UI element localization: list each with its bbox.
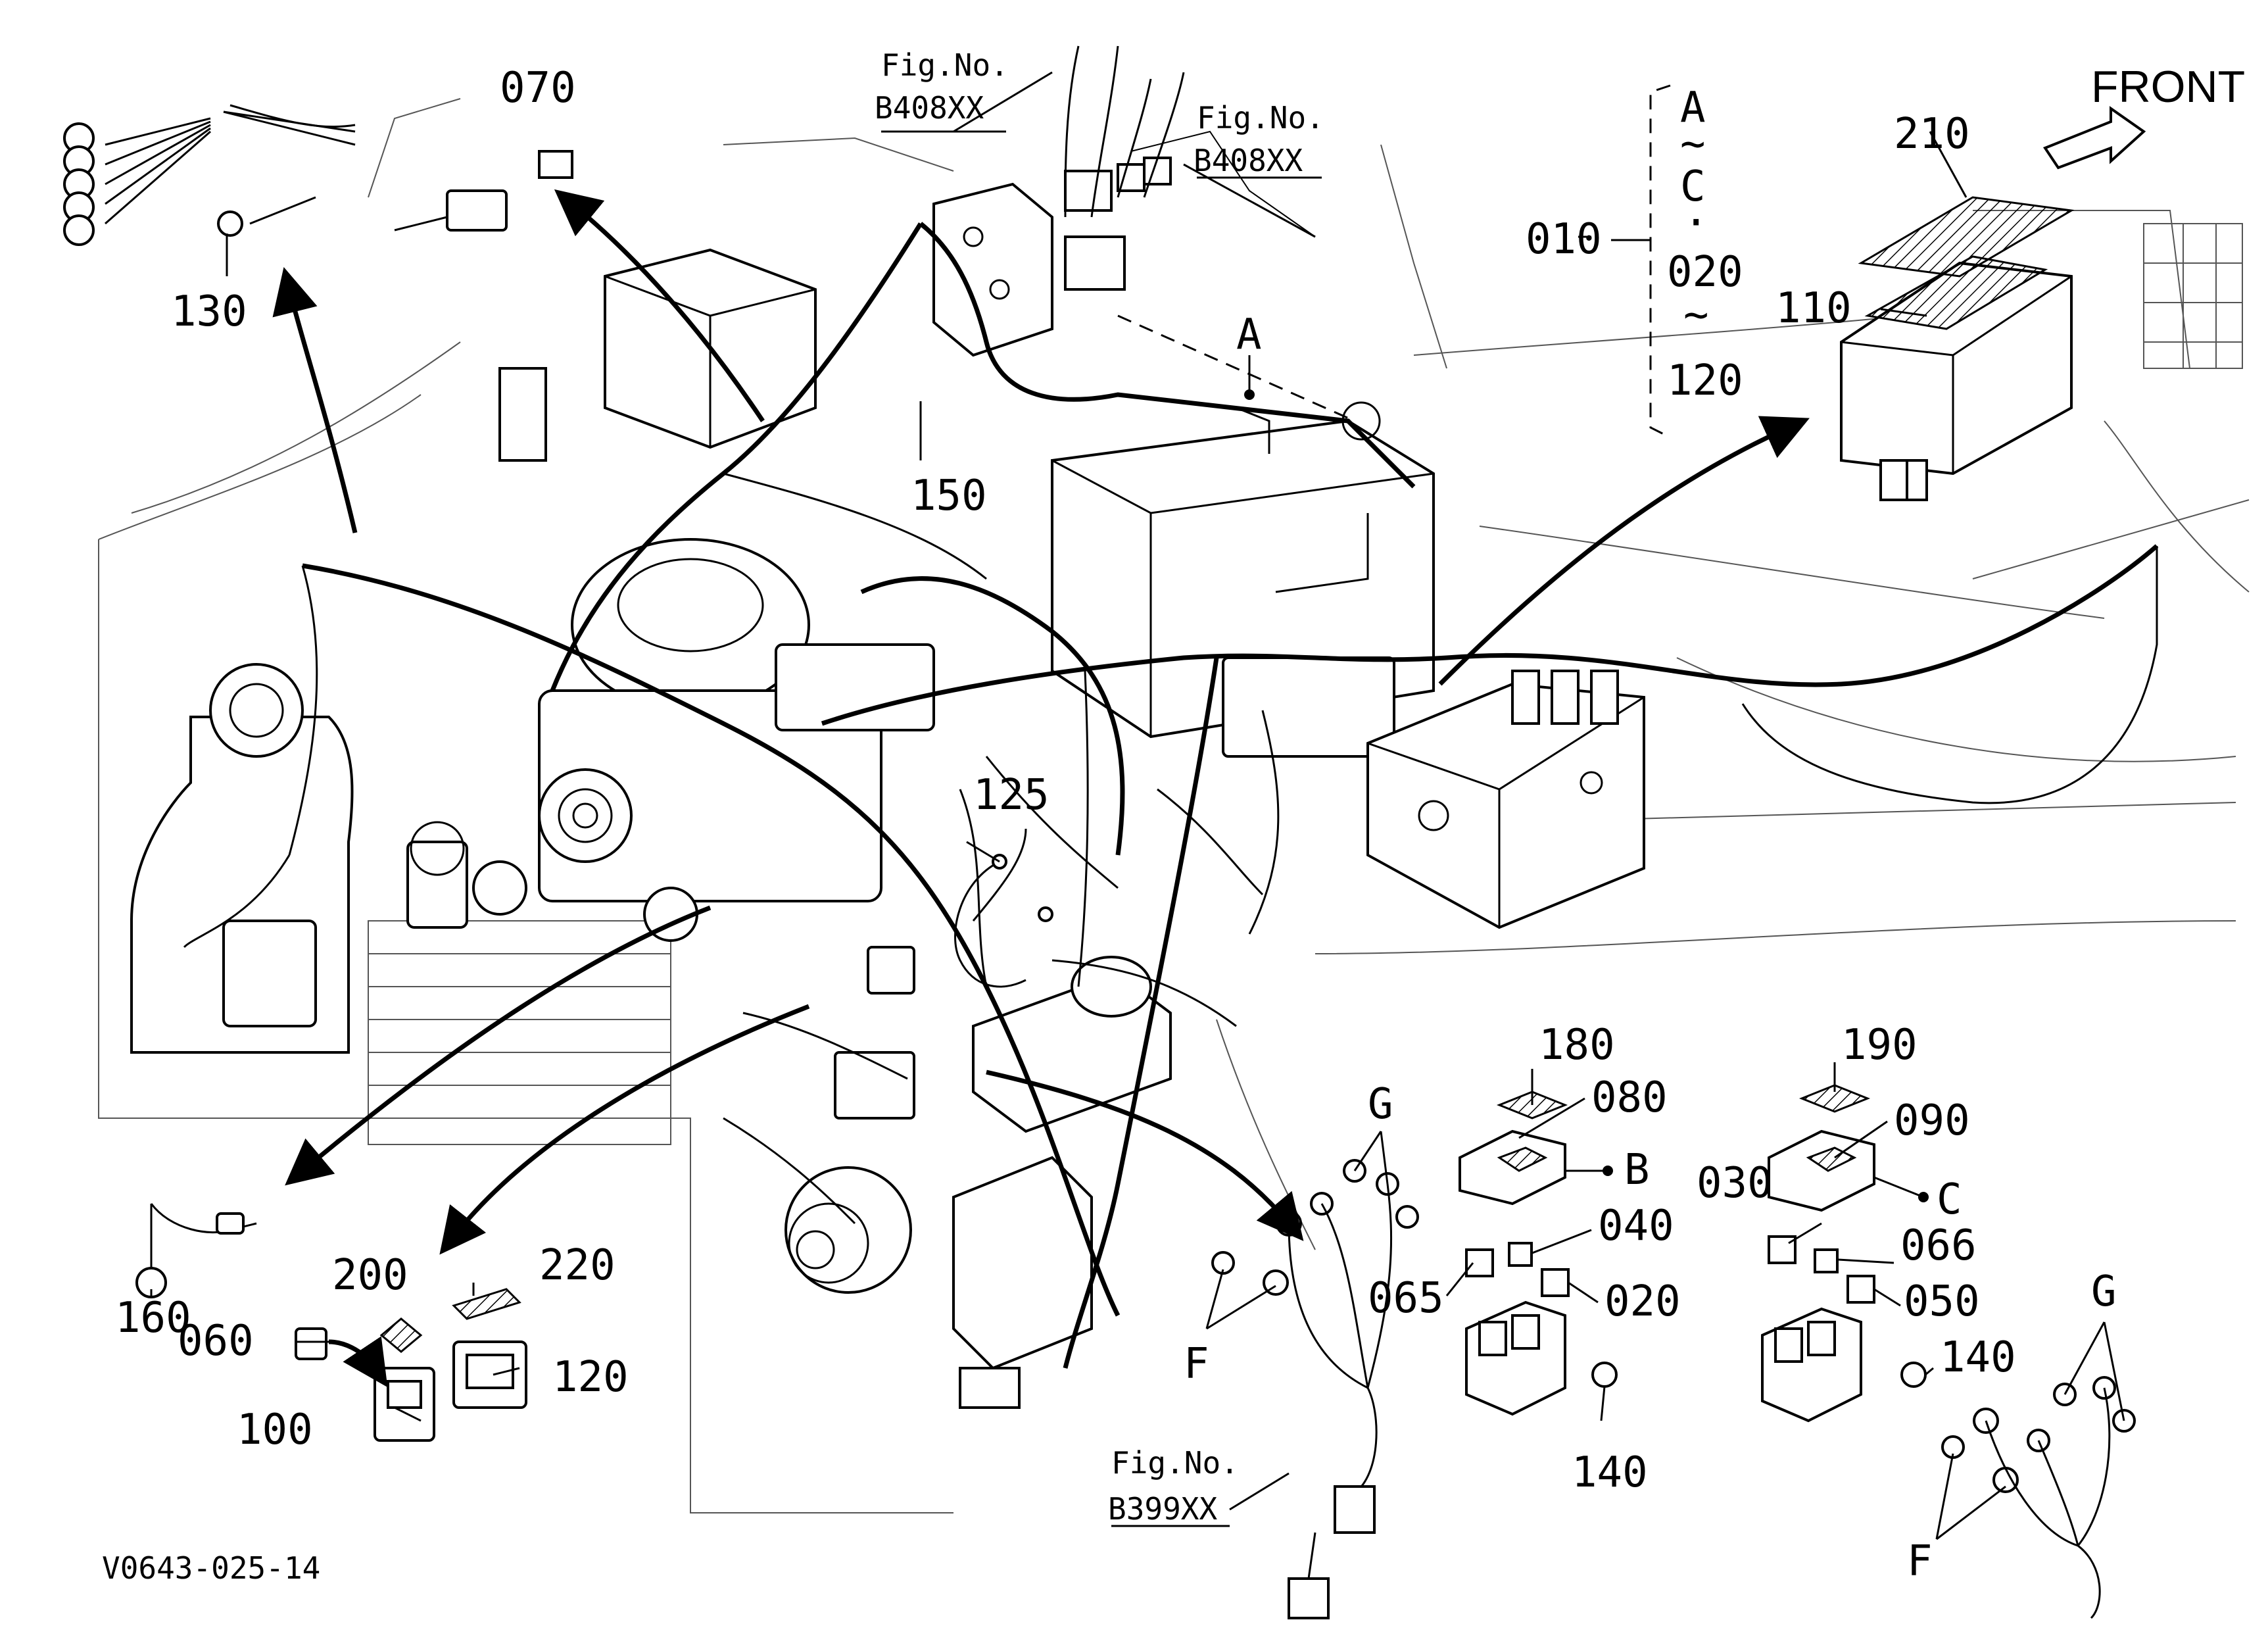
callout-190: 190 [1841,1021,1918,1069]
bracket-line-6: ~ [1683,291,1709,339]
callout-100: 100 [237,1406,313,1454]
ground-wires-right [1941,1376,2136,1619]
callout-labels: 070 130 Fig.No. B408XX Fig.No. B408XX 15… [102,47,2245,1586]
fig-ref-top-label: Fig.No. [881,47,1009,83]
sensor-160 [135,1203,257,1298]
callout-210: 210 [1894,110,1970,159]
callout-C: C [1937,1175,1962,1224]
bracket-line-7: 120 [1667,356,1743,405]
wiring-harness [183,45,2159,1369]
fig-ref-right-number: B408XX [1194,143,1303,178]
sensor-wire-125 [954,854,1053,988]
callout-120: 120 [552,1353,629,1402]
right-grille [2143,223,2243,369]
ring-terminal-cable-130 [63,104,356,246]
callout-G-center: G [1368,1080,1393,1129]
callout-130: 130 [171,287,247,336]
fig-ref-right-label: Fig.No. [1197,100,1324,135]
front-direction-label: FRONT [2091,62,2245,112]
callout-A: A [1236,310,1262,359]
callout-020: 020 [1604,1277,1681,1326]
callout-200: 200 [332,1251,408,1300]
explode-arrows [272,189,1810,1255]
callout-010: 010 [1526,215,1602,264]
starter-motor [972,956,1172,1133]
valve-block-top [932,157,1172,357]
drawing-code: V0643-025-14 [102,1550,320,1586]
callout-140-right: 140 [1940,1333,2016,1382]
bracket-line-4: · [1683,199,1709,247]
callout-160: 160 [115,1294,191,1342]
bracket-line-2: ~ [1680,120,1706,168]
callout-070: 070 [500,64,576,112]
callout-080: 080 [1591,1073,1668,1122]
relay-group-center [1459,1091,1618,1416]
callout-110: 110 [1775,284,1852,333]
reserve-tank [130,663,354,1054]
connector-070 [394,150,573,232]
callout-066: 066 [1900,1221,1977,1270]
fuel-filter [406,821,527,929]
fig-ref-bottom-number: B399XX [1108,1491,1217,1527]
controller-bracket [952,1156,1093,1409]
callout-125: 125 [973,771,1050,820]
callout-090: 090 [1894,1096,1970,1145]
callout-G-right: G [2091,1267,2117,1316]
callout-220: 220 [539,1241,615,1290]
callout-140-center: 140 [1572,1448,1648,1497]
fuse-box-110 [1840,255,2073,501]
callout-F-right: F [1907,1537,1933,1586]
callout-065: 065 [1368,1274,1444,1323]
callout-180: 180 [1539,1021,1615,1069]
ground-wires-center [1211,1159,1419,1619]
relay-group-bottom-left [295,1288,527,1442]
callout-150: 150 [911,472,987,520]
callout-030: 030 [1697,1159,1773,1208]
leader-lines [150,71,2125,1540]
group-bracket-010 [1611,84,1671,439]
front-arrow [2042,106,2146,170]
radiator-grill [368,920,671,1145]
control-valve [1366,670,1645,929]
relay-group-right [1761,1084,1927,1423]
alternator [784,1166,912,1294]
callout-F-center: F [1184,1340,1209,1389]
fig-ref-bottom-label: Fig.No. [1111,1445,1239,1481]
engine-assembly [538,538,935,942]
label-sheet-210 [1858,196,2075,278]
bracket-line-5: 020 [1667,248,1743,297]
bracket-line-3: C [1680,162,1706,211]
relay-near-engine [834,946,915,1119]
callout-060: 060 [178,1317,254,1365]
callout-B: B [1624,1146,1650,1194]
fig-ref-top-number: B408XX [875,90,984,126]
bracket-line-1: A [1680,84,1706,132]
callout-040: 040 [1598,1202,1674,1250]
callout-050: 050 [1904,1277,1980,1326]
